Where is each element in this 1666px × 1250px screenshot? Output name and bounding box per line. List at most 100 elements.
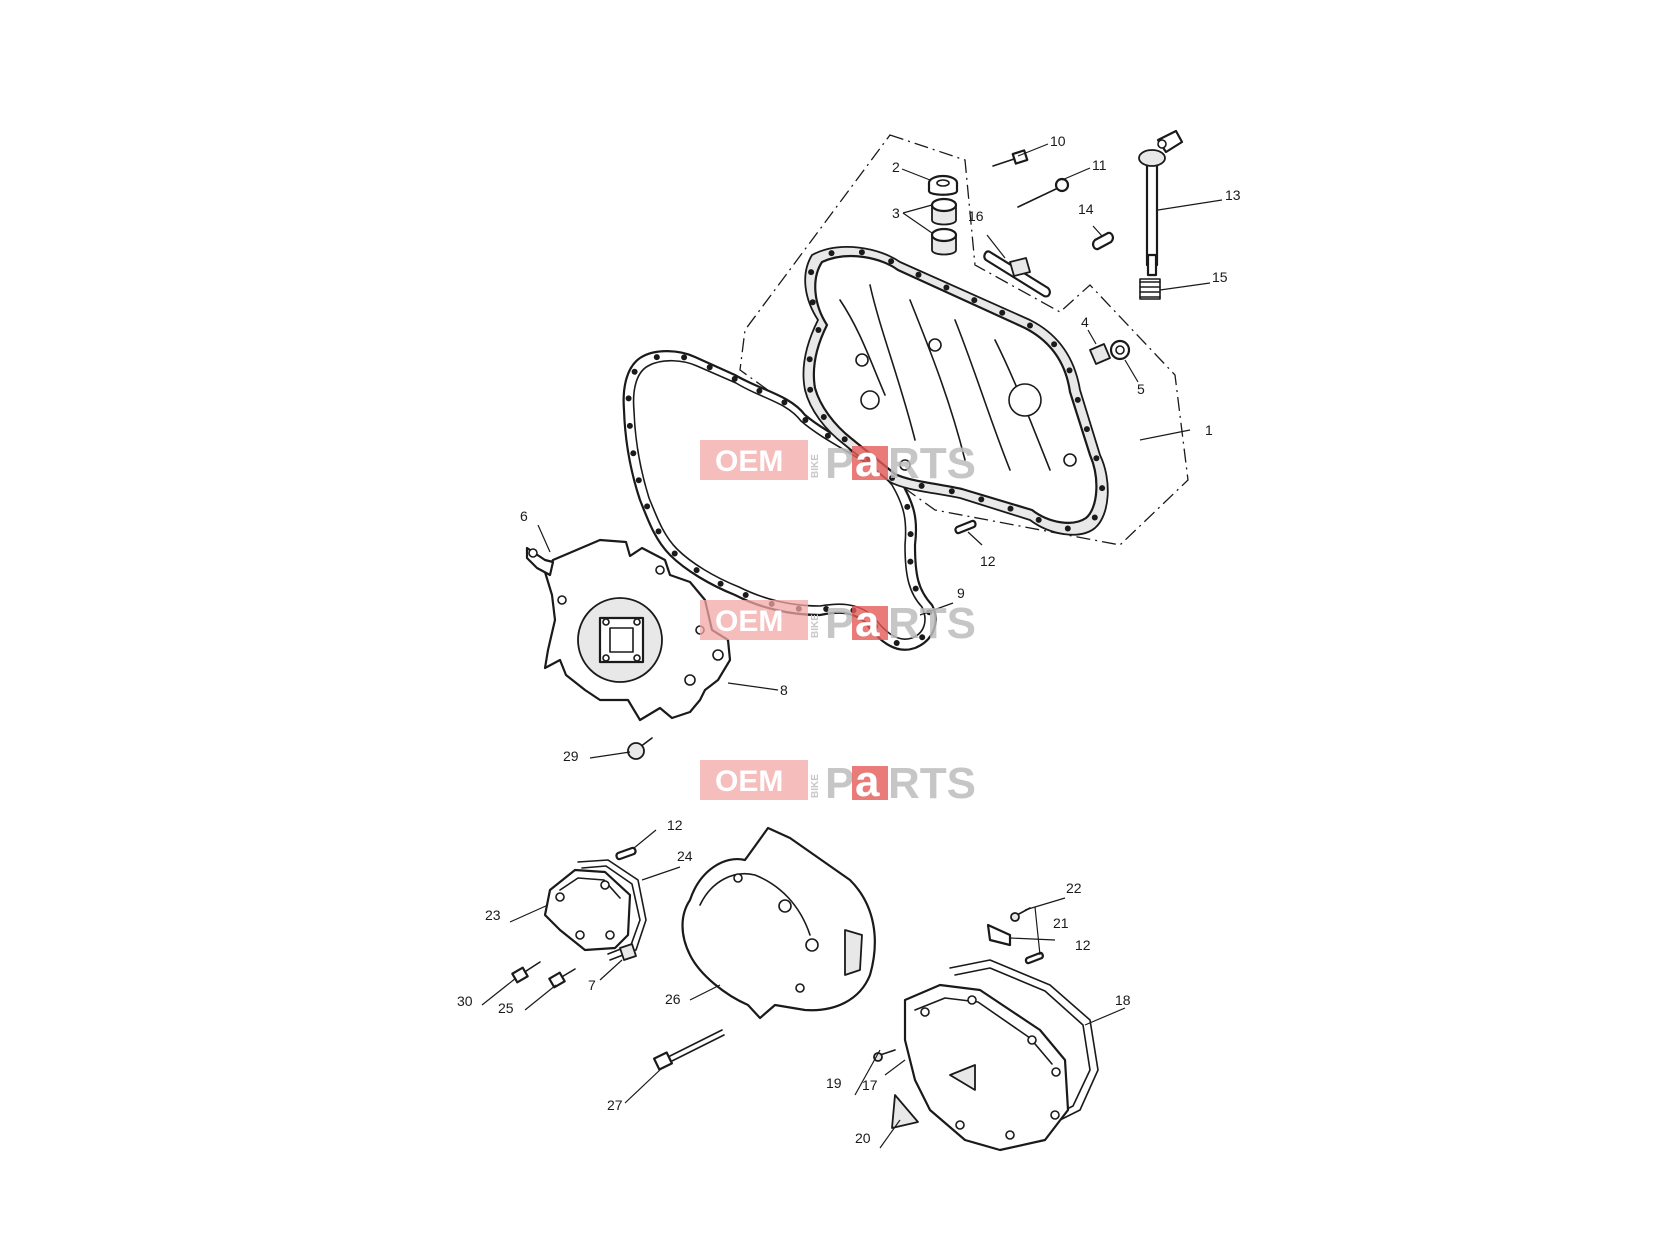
bolt-hole-dot	[1074, 396, 1081, 403]
callout-labels: 1 2 3 4 5 6 7 8 9 10 11 12 12 12 13 14 1…	[457, 133, 1241, 1146]
callout-24: 24	[677, 848, 693, 864]
callout-30: 30	[457, 993, 473, 1009]
bolt-hole-dot	[948, 488, 955, 495]
callout-19: 19	[826, 1075, 842, 1091]
bolt-hole-dot	[889, 475, 896, 481]
bolt-part-10	[992, 149, 1029, 167]
watermark-1: OEM BIKE P a RTS	[700, 437, 976, 488]
bolt-part-25	[548, 968, 576, 989]
callout-21: 21	[1053, 915, 1069, 931]
bolt-hole-dot	[653, 354, 660, 361]
bolt-hole-dot	[644, 503, 651, 510]
callout-20: 20	[855, 1130, 871, 1146]
bolt-hole-dot	[999, 309, 1006, 316]
bolt-hole-dot	[828, 250, 835, 257]
svg-text:RTS: RTS	[888, 599, 976, 648]
bolt-hole-dot	[907, 558, 914, 565]
bolt-part-27	[652, 1029, 725, 1071]
callout-2: 2	[892, 159, 900, 175]
bolt-hole-dot	[943, 284, 950, 291]
spring-part-15	[1139, 278, 1161, 300]
bolt-hole-dot	[808, 269, 815, 276]
bolt-hole-dot	[918, 482, 925, 489]
callout-29: 29	[563, 748, 579, 764]
cover-part-23	[543, 868, 632, 952]
bolt-hole-dot	[807, 386, 814, 393]
bolt-hole-dot	[756, 387, 763, 394]
bolt-hole-dot	[706, 364, 713, 371]
bolt-hole-dot	[717, 580, 724, 587]
callout-13: 13	[1225, 187, 1241, 203]
svg-text:OEM: OEM	[715, 605, 783, 638]
bolt-hole-dot	[1027, 322, 1033, 329]
bolt-hole-dot	[971, 297, 978, 304]
bolt-hole-dot	[1099, 485, 1106, 492]
callout-22: 22	[1066, 880, 1082, 896]
callout-10: 10	[1050, 133, 1066, 149]
bolt-hole-dot	[731, 375, 738, 382]
bolt-hole-dot	[781, 399, 788, 406]
callout-1: 1	[1205, 422, 1213, 438]
callout-15: 15	[1212, 269, 1228, 285]
bush-part-3	[930, 197, 958, 256]
callout-12-c: 12	[1075, 937, 1091, 953]
callout-4: 4	[1081, 314, 1089, 330]
bolt-hole-dot	[806, 356, 813, 363]
callout-14: 14	[1078, 201, 1094, 217]
bolt-hole-dot	[630, 450, 637, 457]
svg-text:RTS: RTS	[888, 439, 976, 488]
watermark-2: OEM BIKE P a RTS	[700, 597, 976, 648]
svg-text:OEM: OEM	[715, 445, 783, 478]
callout-5: 5	[1137, 381, 1145, 397]
callout-11: 11	[1092, 157, 1107, 173]
bush-part-2	[927, 174, 959, 196]
bolt-hole-dot	[904, 503, 911, 510]
plate-part-20	[891, 1094, 919, 1129]
gasket-part-9	[622, 350, 937, 651]
cover-part-26	[681, 826, 876, 1020]
svg-text:a: a	[855, 437, 880, 486]
bolt-hole-dot	[820, 414, 827, 420]
dowel-part-12-a	[954, 519, 977, 535]
bolt-hole-dot	[1093, 455, 1100, 462]
bolt-hole-dot	[915, 271, 922, 278]
callout-12-a: 12	[980, 553, 996, 569]
bracket-part-21	[986, 923, 1012, 947]
assembly-boundary	[739, 134, 1189, 546]
callout-8: 8	[780, 682, 788, 698]
callout-6: 6	[520, 508, 528, 524]
bolt-hole-dot	[625, 395, 632, 402]
bolt-part-29	[627, 737, 653, 760]
bolt-hole-dot	[841, 436, 848, 443]
bolt-hole-dot	[742, 592, 749, 598]
bolt-hole-dot	[823, 606, 830, 612]
cover-part-17	[903, 983, 1070, 1152]
link-part-16	[983, 250, 1051, 298]
callout-3: 3	[892, 205, 900, 221]
svg-text:BIKE: BIKE	[810, 454, 821, 478]
callout-16: 16	[968, 208, 984, 224]
bolt-hole-dot	[635, 477, 642, 484]
bolt-hole-dot	[907, 531, 914, 538]
bolt-hole-dot	[809, 299, 816, 306]
bolt-hole-dot	[626, 422, 633, 429]
seal-part-5	[1109, 339, 1131, 361]
callout-17: 17	[862, 1077, 878, 1093]
bolt-hole-dot	[1091, 514, 1098, 521]
bolt-hole-dot	[1083, 426, 1090, 433]
bolt-hole-dot	[1051, 341, 1058, 348]
bolt-hole-dot	[802, 417, 809, 423]
bolt-hole-dot	[693, 567, 700, 574]
svg-text:BIKE: BIKE	[810, 614, 821, 638]
svg-text:a: a	[855, 597, 880, 646]
bolt-hole-dot	[1007, 505, 1014, 512]
watermark-3: OEM BIKE P a RTS	[700, 757, 976, 808]
pin-part-14	[1092, 231, 1114, 251]
bolt-hole-dot	[1066, 367, 1073, 374]
svg-text:BIKE: BIKE	[810, 774, 821, 798]
bolt-part-11	[1017, 177, 1070, 208]
bolt-hole-dot	[858, 249, 865, 256]
callout-26: 26	[665, 991, 681, 1007]
bolt-hole-dot	[655, 528, 662, 535]
callout-7: 7	[588, 977, 596, 993]
